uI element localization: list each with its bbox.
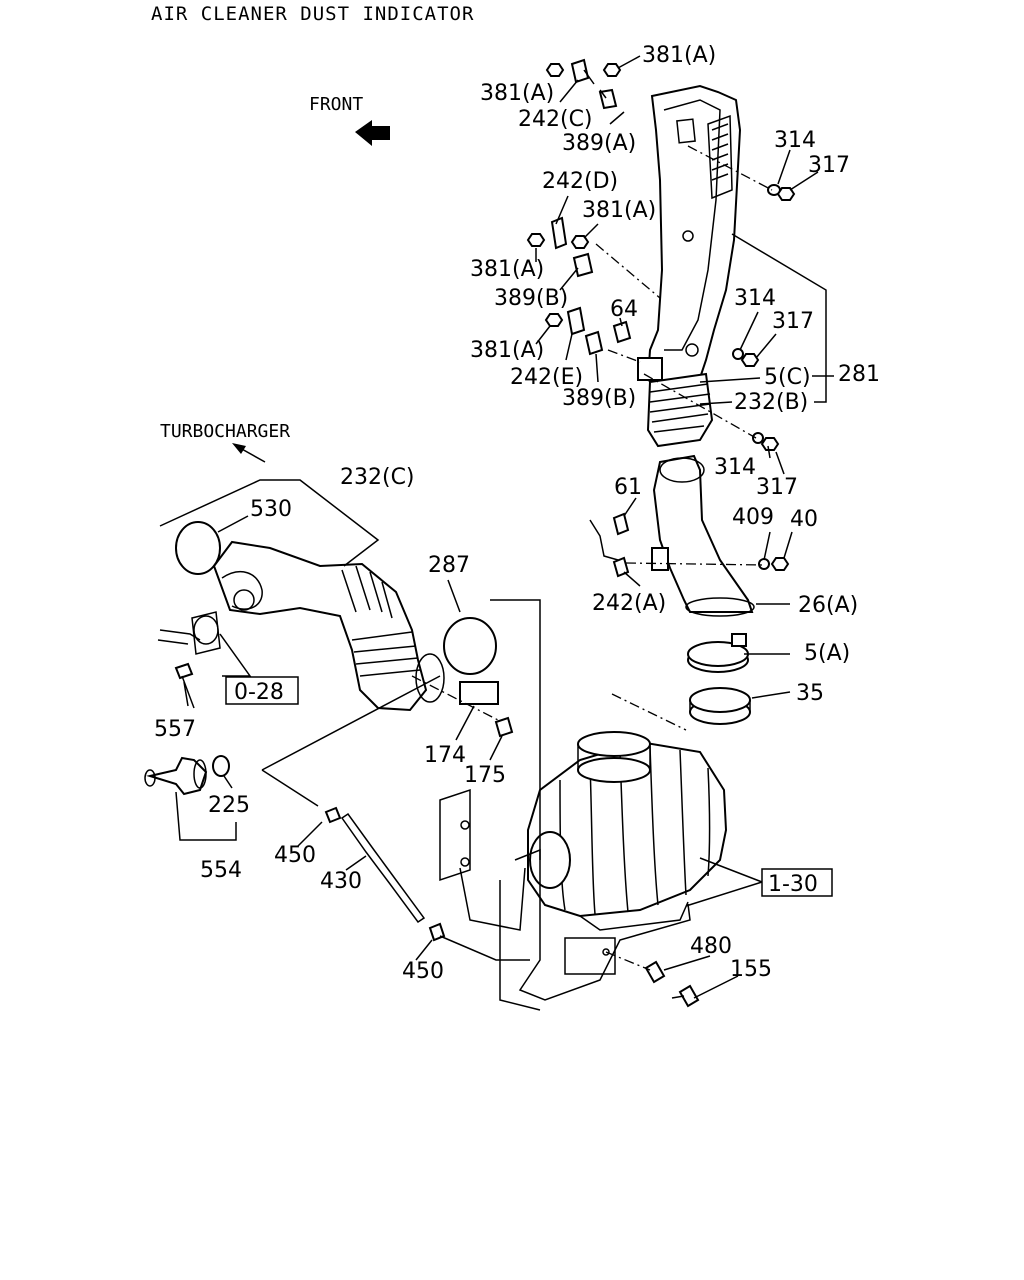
hose-232b (646, 372, 714, 448)
turbocharger-arrow (239, 447, 266, 463)
callout-155: 155 (730, 957, 772, 982)
callout-242d: 242(D) (542, 169, 618, 194)
callout-381a-3: 381(A) (582, 198, 656, 223)
intake-duct-upper (637, 84, 742, 392)
callout-242a: 242(A) (592, 591, 666, 616)
leader-lines (159, 55, 834, 999)
front-arrow-icon (355, 120, 390, 146)
turbocharger-note: TURBOCHARGER (160, 421, 290, 442)
callout-232b: 232(B) (734, 390, 808, 415)
turbo-fitting (157, 611, 221, 709)
ref-box-028 (225, 676, 299, 705)
centre-lines (411, 145, 773, 971)
clamp-5a (687, 633, 749, 673)
callout-381a-2: 381(A) (480, 81, 554, 106)
callout-61: 61 (614, 475, 642, 500)
callout-314-3: 314 (714, 455, 756, 480)
bolt-480 (644, 960, 666, 984)
elbow-hose-26a (651, 454, 755, 617)
ref-130: 1-30 (768, 872, 818, 897)
callout-317-3: 317 (756, 475, 798, 500)
callout-35: 35 (796, 681, 824, 706)
callout-381a-5: 381(A) (470, 338, 544, 363)
clamp-530 (175, 521, 221, 575)
dust-indicator-174 (459, 681, 499, 705)
callout-5a: 5(A) (804, 641, 850, 666)
callout-317-1: 317 (808, 153, 850, 178)
callout-174: 174 (424, 743, 466, 768)
callout-530: 530 (250, 497, 292, 522)
callout-225: 225 (208, 793, 250, 818)
callout-287: 287 (428, 553, 470, 578)
mounting-bracket (439, 788, 691, 1011)
callout-389b-2: 389(B) (562, 386, 636, 411)
callout-242c: 242(C) (518, 107, 593, 132)
callout-389a: 389(A) (562, 131, 636, 156)
callout-381a-4: 381(A) (470, 257, 544, 282)
callout-64: 64 (610, 297, 638, 322)
callout-314-1: 314 (774, 128, 816, 153)
callout-557: 557 (154, 717, 196, 742)
diagram-title: AIR CLEANER DUST INDICATOR (151, 3, 475, 25)
callout-389b-1: 389(B) (494, 286, 568, 311)
callout-480: 480 (690, 934, 732, 959)
callout-314-2: 314 (734, 286, 776, 311)
callout-175: 175 (464, 763, 506, 788)
callout-450-2: 450 (402, 959, 444, 984)
callout-409: 409 (732, 505, 774, 530)
o-ring-225 (212, 755, 230, 777)
callout-281: 281 (838, 362, 880, 387)
callout-232c: 232(C) (340, 465, 415, 490)
clamp-287 (443, 617, 497, 675)
callout-381a-1: 381(A) (642, 43, 716, 68)
callout-40: 40 (790, 507, 818, 532)
ref-028: 0-28 (234, 680, 284, 705)
tube-430 (340, 812, 426, 924)
callout-26a: 26(A) (798, 593, 858, 618)
turbocharger-arrowhead-icon (232, 443, 246, 454)
callout-242e: 242(E) (510, 365, 583, 390)
callout-450-1: 450 (274, 843, 316, 868)
callout-317-2: 317 (772, 309, 814, 334)
front-note: FRONT (309, 94, 363, 115)
valve-554 (144, 756, 208, 796)
callout-5c: 5(C) (764, 365, 811, 390)
ref-box-130 (761, 868, 833, 897)
screw-175 (494, 716, 514, 738)
callout-554: 554 (200, 858, 242, 883)
ring-35 (689, 687, 751, 725)
callout-430: 430 (320, 869, 362, 894)
bolt-155 (678, 984, 700, 1008)
clip-450-upper (324, 806, 342, 824)
air-cleaner-body (527, 731, 728, 931)
